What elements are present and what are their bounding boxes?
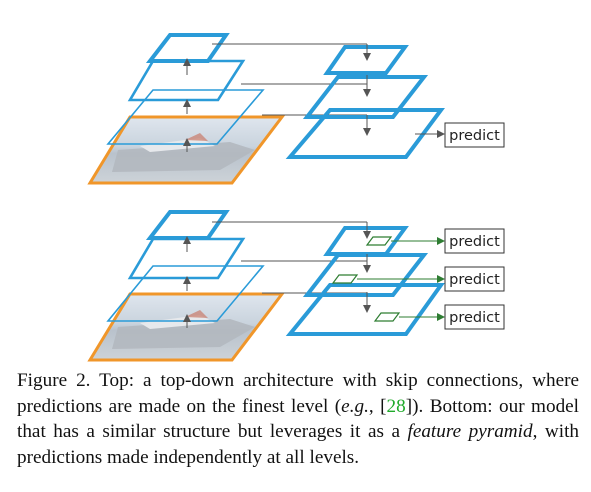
- input-image-layer: [87, 115, 286, 185]
- predict-box-top: predict: [444, 122, 505, 148]
- caption-comma: , [: [368, 395, 387, 417]
- predict-window-3: [373, 312, 401, 322]
- bottom-up-level-1: [106, 89, 265, 145]
- caption-feature-pyramid: feature pyramid: [407, 421, 533, 442]
- bottom-up-level-2b: [127, 237, 246, 280]
- citation-link[interactable]: 28: [386, 395, 406, 417]
- top-panel: predict: [87, 33, 505, 185]
- predict-box-3: predict: [444, 304, 505, 330]
- top-down-level-1: [323, 45, 409, 75]
- bottom-panel: predict predict predict: [87, 210, 505, 362]
- caption-suffix: , with predictions made independently at…: [17, 421, 580, 468]
- top-down-level-3b: [285, 283, 445, 336]
- predict-box-1: predict: [444, 228, 505, 254]
- predict-box-2: predict: [444, 266, 505, 292]
- input-image-layer-2: [87, 292, 286, 362]
- figure-caption: Figure 2. Top: a top-down architecture w…: [17, 368, 579, 470]
- caption-eg: e.g.: [341, 395, 369, 417]
- caption-mid: ]). Bottom: our model that has a similar…: [17, 395, 580, 443]
- top-down-level-3: [285, 108, 445, 159]
- predict-window-2: [331, 274, 359, 284]
- top-down-level-2: [302, 75, 429, 119]
- caption-prefix: Figure 2. Top: a top-down architecture w…: [17, 370, 579, 417]
- predict-label-2: predict: [449, 272, 500, 288]
- predict-label-1: predict: [449, 234, 500, 250]
- bottom-up-level-3: [145, 33, 230, 63]
- predict-window-1: [365, 236, 393, 246]
- bottom-up-level-2: [127, 59, 246, 102]
- figure-diagram: predict pred: [87, 33, 505, 362]
- predict-label-3: predict: [449, 310, 500, 326]
- top-down-level-2b: [302, 253, 429, 297]
- predict-label-top: predict: [449, 128, 500, 144]
- bottom-up-level-3b: [145, 210, 230, 240]
